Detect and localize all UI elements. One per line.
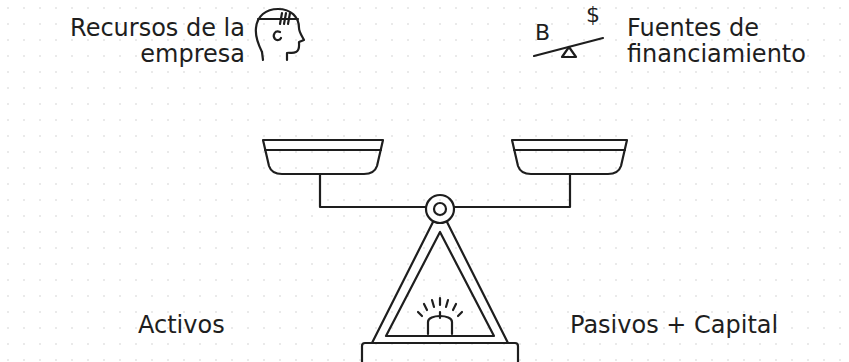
stand	[372, 222, 508, 343]
section-heading: Fuentes de financiamiento	[627, 15, 842, 67]
left-pan	[263, 140, 383, 174]
pan-rim	[265, 149, 381, 151]
pan-rim	[514, 149, 625, 151]
beam	[454, 174, 570, 207]
base	[362, 343, 518, 362]
icon-symbol: $	[586, 2, 610, 28]
stand	[386, 232, 494, 336]
head-icon	[256, 9, 304, 60]
pivot	[426, 195, 454, 223]
side-label: Pasivos + Capital	[570, 312, 840, 338]
pivot	[434, 203, 446, 215]
side-label: Activos	[138, 312, 278, 338]
gauge	[418, 298, 462, 334]
beam	[320, 174, 426, 207]
right-pan	[512, 140, 627, 174]
icon-letter: B	[535, 20, 559, 46]
section-heading: Recursos de la empresa	[35, 15, 245, 67]
